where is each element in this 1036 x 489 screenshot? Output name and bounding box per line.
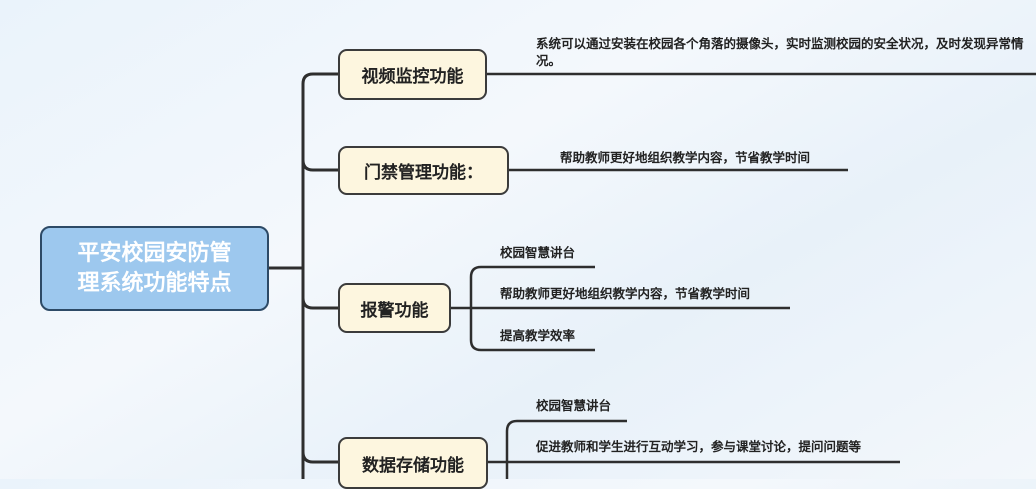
- branch-video-monitoring[interactable]: 视频监控功能: [338, 49, 487, 100]
- branch-data-storage[interactable]: 数据存储功能: [338, 437, 488, 489]
- connector-lines: [268, 72, 1036, 479]
- root-node[interactable]: 平安校园安防管 理系统功能特点: [40, 226, 269, 311]
- branch-alarm[interactable]: 报警功能: [338, 283, 451, 333]
- root-title-line2: 理系统功能特点: [77, 270, 232, 296]
- branch-access-control[interactable]: 门禁管理功能：: [338, 146, 509, 195]
- leaf-alarm-1: 校园智慧讲台: [500, 245, 576, 260]
- leaf-alarm-3: 提高教学效率: [500, 328, 576, 343]
- leaf-storage-1: 校园智慧讲台: [536, 398, 612, 413]
- leaf-alarm-2: 帮助教师更好地组织教学内容，节省教学时间: [500, 286, 751, 301]
- leaf-video-description: 系统可以通过安装在校园各个角落的摄像头，实时监测校园的安全状况，及时发现异常情况…: [536, 36, 1024, 68]
- leaf-access-description: 帮助教师更好地组织教学内容，节省教学时间: [560, 150, 811, 165]
- leaf-storage-2: 促进教师和学生进行互动学习，参与课堂讨论，提问问题等: [536, 439, 862, 454]
- root-title-line1: 平安校园安防管: [77, 240, 232, 266]
